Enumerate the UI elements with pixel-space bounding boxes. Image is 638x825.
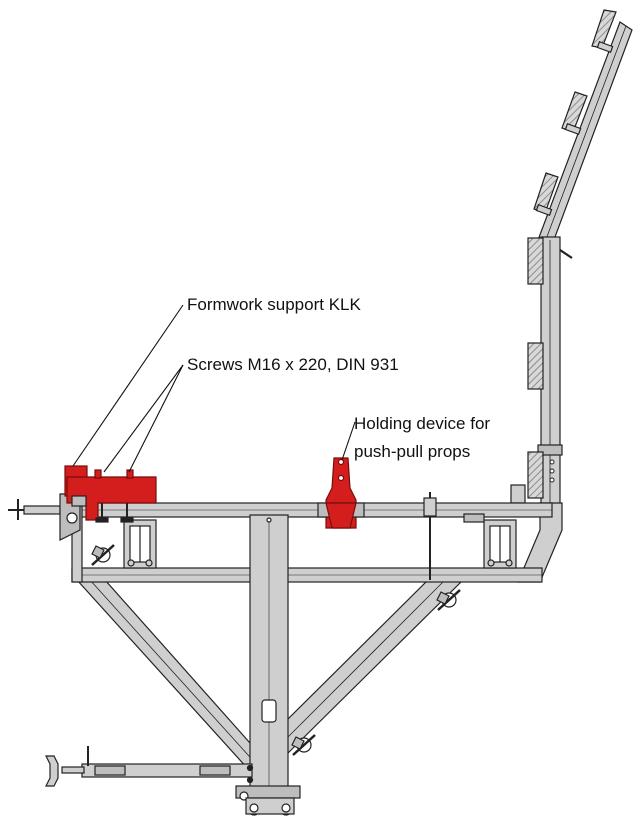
left-support-shoe [123,519,157,569]
inclined-bracket-1 [591,9,617,53]
right-support-shoe [463,513,517,569]
main-column [235,514,301,816]
right-diagonal-brace [284,579,465,758]
leader-formwork [72,304,184,467]
inclined-strut [533,9,633,259]
formwork-support-klk [64,465,157,523]
left-diagonal-brace [75,579,259,782]
lower-beam [71,567,543,583]
coupler-left [91,544,115,566]
post-bracket-3 [527,451,544,499]
coupler-right-diagonal [436,589,461,611]
label-screws: Screws M16 x 220, DIN 931 [187,355,399,374]
label-holding-line1: Holding device for [354,414,491,433]
post-bracket-1 [527,237,544,285]
coupler-bottom [291,734,316,756]
leader-lines [72,304,356,473]
holding-device [317,457,365,529]
vertical-post [510,236,563,530]
post-bracket-2 [527,342,544,390]
inclined-bracket-3 [533,172,559,216]
leader-screw-1 [103,364,184,473]
leader-holding [341,421,356,461]
label-formwork-support: Formwork support KLK [187,295,361,314]
leader-screw-2 [128,364,184,473]
column-slot [261,699,277,723]
inclined-bracket-2 [561,91,588,135]
label-holding-line2: push-pull props [354,442,471,461]
bottom-spindle [45,746,254,787]
